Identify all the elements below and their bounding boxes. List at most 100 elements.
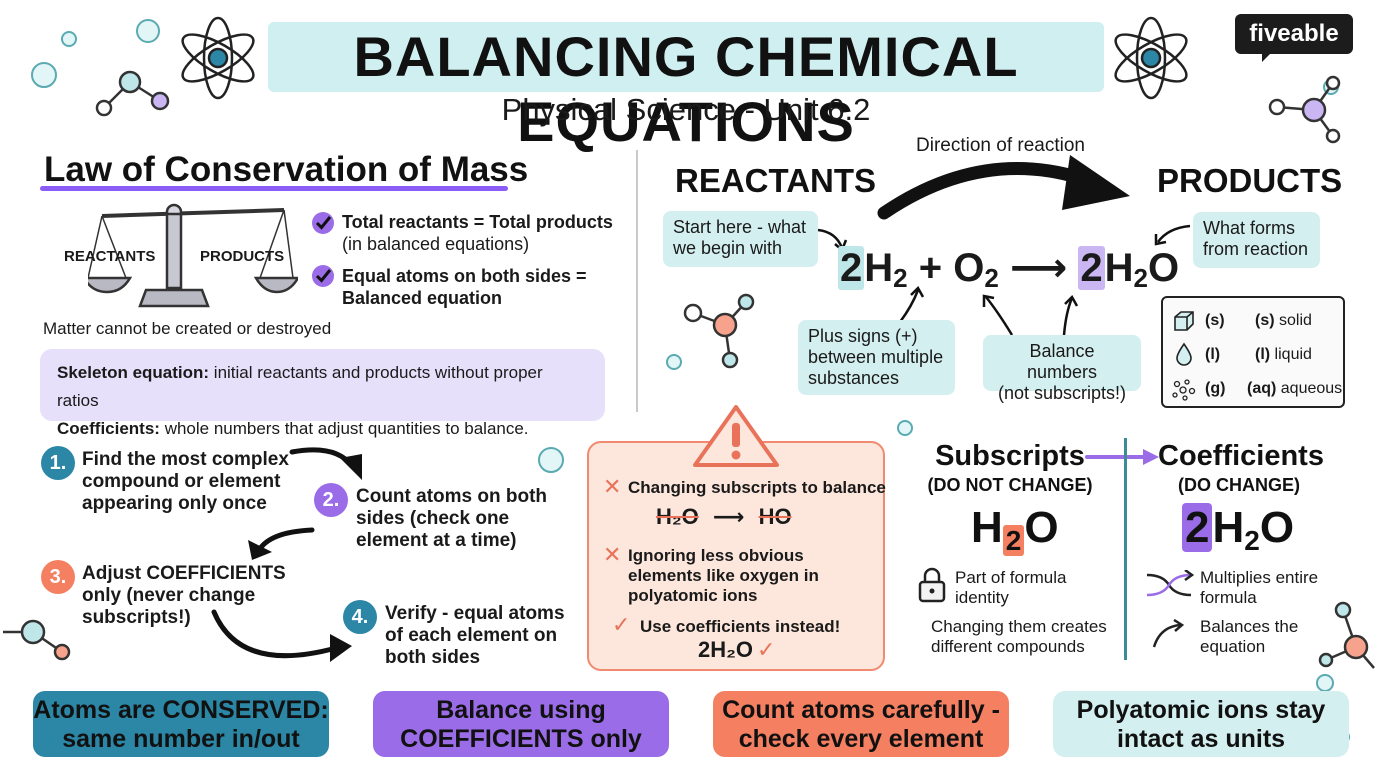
law-point-2-line1: Equal atoms on both sides = xyxy=(342,266,587,286)
bubble-decor xyxy=(31,62,57,88)
subscript-highlight: 2 xyxy=(1002,525,1025,556)
mistake-2-line1: Ignoring less obvious xyxy=(628,546,804,565)
reactants-header: REACTANTS xyxy=(675,162,877,199)
coef-point-2-line2: equation xyxy=(1200,637,1266,656)
eq-subscript: 2 xyxy=(893,263,908,293)
step-2-text: Count atoms on both sides (check one ele… xyxy=(356,486,547,552)
law-point-2: Equal atoms on both sides = Balanced equ… xyxy=(342,265,587,309)
fiveable-logo[interactable]: fiveable xyxy=(1235,14,1353,54)
coefficient-point-1: Multiplies entire formula xyxy=(1200,568,1318,608)
bubble-decor xyxy=(61,31,77,47)
subscript-point-2: Changing them creates different compound… xyxy=(931,617,1107,657)
solid-cube-icon xyxy=(1174,311,1194,331)
common-mistakes-box xyxy=(587,441,885,671)
step-1-text: Find the most complex compound or elemen… xyxy=(82,449,289,515)
gas-particles-icon xyxy=(1172,379,1196,401)
state-term-solid: (s) xyxy=(1255,312,1275,329)
lock-icon xyxy=(918,567,946,603)
x-mark-icon: ✕ xyxy=(603,474,622,499)
coefficient-formula: 2H2O xyxy=(1182,503,1294,557)
step-2-line2: sides (check one xyxy=(356,508,510,529)
warning-triangle-icon xyxy=(693,405,779,467)
step-2-line3: element at a time) xyxy=(356,530,517,551)
callout-forms-line1: What forms xyxy=(1203,218,1296,238)
skeleton-definition: initial reactants and products without p… xyxy=(57,363,543,410)
logo-tail xyxy=(1262,52,1282,62)
compare-divider xyxy=(1124,438,1127,660)
pill-1-line1: Atoms are CONSERVED: xyxy=(33,696,329,724)
callout-start-line1: Start here - what xyxy=(673,217,807,237)
pill-1-line2: same number in/out xyxy=(62,725,300,753)
state-desc-liquid: liquid xyxy=(1270,346,1312,363)
mistake-2: Ignoring less obvious elements like oxyg… xyxy=(628,546,819,606)
step-1-line2: compound or element xyxy=(82,471,281,492)
atom-icon xyxy=(181,16,255,100)
pointer-arrow xyxy=(1156,224,1191,243)
coefficients-definition: whole numbers that adjust quantities to … xyxy=(159,419,529,438)
sub-point-1-line1: Part of formula xyxy=(955,568,1067,587)
coef-formula-o: O xyxy=(1259,503,1295,552)
pointer-arrow xyxy=(898,289,920,323)
pointer-arrow xyxy=(1062,297,1074,336)
step-number-3: 3. xyxy=(41,560,75,594)
pill-3-line2: check every element xyxy=(738,725,984,753)
bubble-decor xyxy=(538,447,564,473)
callout-plus-line3: substances xyxy=(808,368,900,388)
mistake-2-line2: elements like oxygen in xyxy=(628,566,819,585)
state-term-liquid: (l) xyxy=(1255,346,1271,363)
molecule-decor xyxy=(1318,601,1375,669)
pill-4-line2: intact as units xyxy=(1116,725,1286,753)
molecule-decor xyxy=(3,619,71,661)
multiply-arrows-icon xyxy=(1146,570,1195,597)
wrong-from-formula: H₂O xyxy=(656,504,699,529)
step-4-line3: both sides xyxy=(385,647,481,668)
state-desc-aqueous: aqueous xyxy=(1276,380,1343,397)
law-point-2-line2: Balanced equation xyxy=(342,288,503,308)
coefficient-highlight: 2 xyxy=(838,246,865,290)
step-3-line3: subscripts!) xyxy=(82,607,191,628)
state-symbols-box: (s) (s) solid (l) (l) liquid (g) (aq) aq… xyxy=(1161,296,1345,408)
coef-point-1-line1: Multiplies entire xyxy=(1200,568,1319,587)
sub-formula-o: O xyxy=(1024,503,1059,552)
step-number-4: 4. xyxy=(343,600,377,634)
step-3-line1: Adjust COEFFICIENTS xyxy=(82,563,286,584)
fix-formula-text: 2H₂O xyxy=(698,637,754,662)
pill-2-line1: Balance using xyxy=(436,696,606,724)
law-title: Law of Conservation of Mass xyxy=(44,150,529,189)
pointer-arrow xyxy=(817,228,844,249)
section-divider xyxy=(636,150,638,412)
title-band xyxy=(268,22,1104,92)
coef-formula-sub: 2 xyxy=(1244,525,1260,556)
molecule-decor xyxy=(95,70,170,117)
state-symbol-solid: (s) xyxy=(1205,312,1225,329)
state-desc-solid: solid xyxy=(1274,312,1312,329)
bubble-decor xyxy=(897,420,913,436)
coefficient-point-2: Balances the equation xyxy=(1200,617,1298,657)
step-3-text: Adjust COEFFICIENTS only (never change s… xyxy=(82,563,286,629)
products-header: PRODUCTS xyxy=(1157,162,1343,199)
pointer-arrow xyxy=(985,296,1014,336)
subscripts-note: (DO NOT CHANGE) xyxy=(927,475,1093,495)
mistake-fix: Use coefficients instead! xyxy=(640,617,841,636)
eq-water-h: H xyxy=(1104,246,1134,290)
page-subtitle: Physical Science - Unit 6.2 xyxy=(501,92,871,127)
x-mark-icon: ✕ xyxy=(603,542,622,567)
key-point-count-atoms: Count atoms carefully - check every elem… xyxy=(713,691,1009,757)
eq-water-o: O xyxy=(1147,246,1180,290)
step-4-line1: Verify - equal atoms xyxy=(385,603,565,624)
curved-arrow-icon xyxy=(1152,619,1185,648)
coef-point-2-line1: Balances the xyxy=(1200,617,1299,636)
coefficients-term: Coefficients: xyxy=(57,419,160,438)
law-point-1-detail: (in balanced equations) xyxy=(342,234,530,254)
step-4-line2: of each element on xyxy=(385,625,558,646)
step-2-line1: Count atoms on both xyxy=(356,486,548,507)
wrong-to-formula: HO xyxy=(758,504,792,529)
chemical-equation: 2H2 + O2 ⟶ 2H2O xyxy=(838,245,1179,294)
coefficients-note: (DO CHANGE) xyxy=(1178,475,1300,495)
key-point-coefficients: Balance using COEFFICIENTS only xyxy=(373,691,669,757)
law-point-1-main: Total reactants = Total products xyxy=(342,212,613,232)
page-title: BALANCING CHEMICAL EQUATIONS xyxy=(353,25,1019,153)
sub-point-2-line2: different compounds xyxy=(931,637,1085,656)
sub-point-1-line2: identity xyxy=(955,588,1009,607)
